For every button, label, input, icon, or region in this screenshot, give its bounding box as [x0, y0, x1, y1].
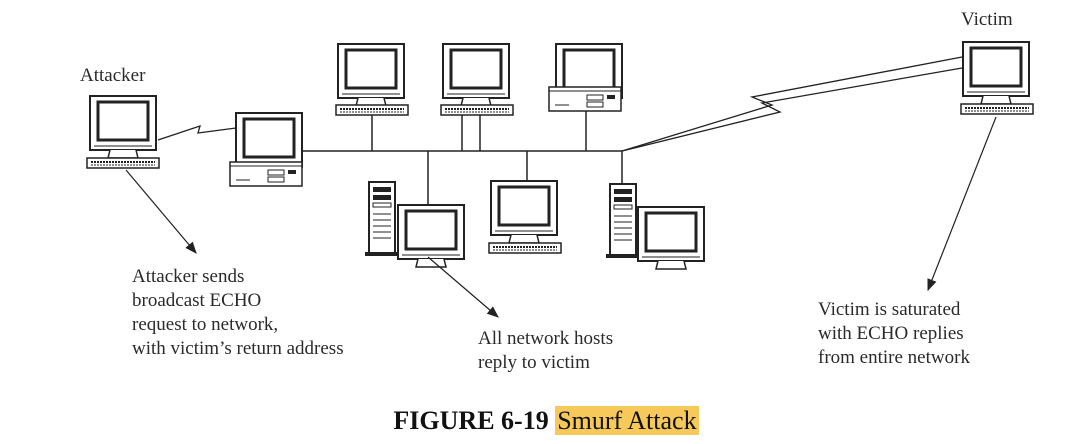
host-computer-icon	[440, 42, 514, 116]
attacker-arrow	[125, 169, 197, 254]
figure-number: FIGURE 6-19	[393, 406, 549, 435]
attacker-note-line: Attacker sends	[132, 266, 245, 287]
victim-note-line: with ECHO replies	[818, 323, 964, 344]
attacker-link	[157, 124, 237, 141]
victim-link-2	[621, 67, 963, 152]
gateway-computer-icon	[229, 111, 304, 187]
attacker-note-line: broadcast ECHO	[132, 290, 262, 311]
attacker-computer-icon	[86, 94, 160, 169]
attacker-note: Attacker sends broadcast ECHO request to…	[132, 265, 344, 361]
victim-note-line: from entire network	[818, 347, 970, 368]
host-computer-icon	[548, 42, 624, 112]
victim-link-1	[621, 56, 963, 152]
hosts-note-line: All network hosts	[478, 328, 614, 349]
victim-note: Victim is saturated with ECHO replies fr…	[818, 298, 970, 370]
host-tower-computer-icon	[605, 183, 706, 271]
figure-caption: FIGURE 6-19 Smurf Attack	[0, 404, 1092, 438]
hosts-note-line: reply to victim	[478, 352, 590, 373]
host-tower-computer-icon	[364, 181, 466, 269]
victim-label: Victim	[961, 9, 1013, 30]
attacker-label: Attacker	[80, 65, 146, 86]
hosts-note: All network hosts reply to victim	[478, 327, 613, 375]
host-computer-icon	[488, 179, 562, 254]
attacker-note-line: request to network,	[132, 314, 279, 335]
hosts-arrow	[427, 256, 499, 318]
victim-arrow	[927, 116, 997, 292]
victim-computer-icon	[960, 40, 1034, 115]
victim-note-line: Victim is saturated	[818, 299, 961, 320]
figure-title: Smurf Attack	[555, 406, 699, 435]
host-computer-icon	[335, 42, 409, 116]
attacker-note-line: with victim’s return address	[132, 338, 344, 359]
